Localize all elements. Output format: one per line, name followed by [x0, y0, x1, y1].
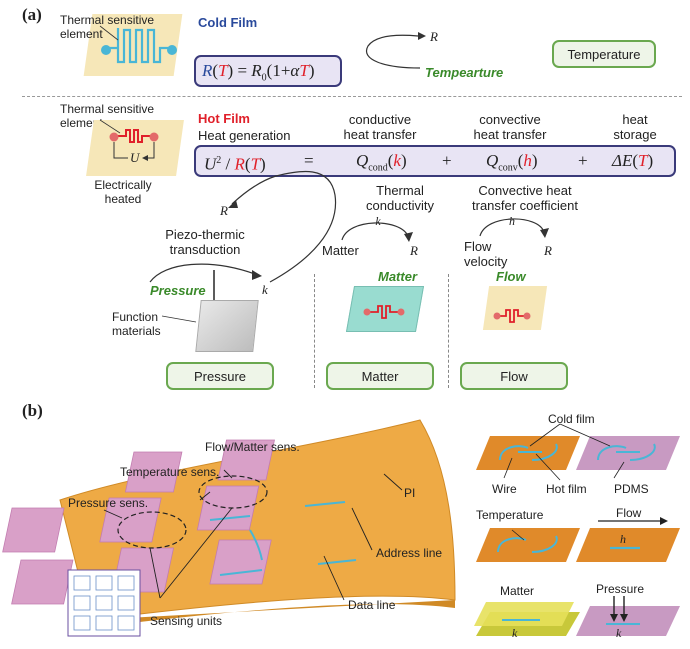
matter-k-label: k — [512, 626, 518, 640]
cold-arrow-label: Tempearture — [425, 65, 504, 80]
flow-mode-label: Flow — [616, 506, 642, 520]
flow-matter-sens-label: Flow/Matter sens. — [205, 440, 300, 454]
electrically-heated-1: Electrically — [94, 178, 152, 192]
piezo-label-1: Piezo-thermic — [165, 227, 245, 242]
pi-label: PI — [404, 486, 416, 500]
temperature-mode-label: Temperature — [476, 508, 544, 522]
column-divider-2 — [448, 274, 449, 388]
conductive-label-2: heat transfer — [343, 127, 417, 142]
wire-label: Wire — [492, 482, 517, 496]
divider — [22, 96, 682, 97]
temperature-sens-label: Temperature sens. — [120, 465, 220, 479]
hot-film-title: Hot Film — [198, 111, 250, 126]
flow-box: Flow — [460, 362, 568, 390]
conductive-label-1: conductive — [348, 112, 412, 127]
convective-label-1: convective — [479, 112, 541, 127]
flow-h-label: h — [620, 532, 626, 546]
matter-box: Matter — [326, 362, 434, 390]
flow-label: Flow — [496, 269, 526, 284]
storage-label-1: heat — [622, 112, 648, 127]
address-line-label: Address line — [376, 546, 443, 560]
pressure-sens-label: Pressure sens. — [68, 496, 149, 510]
thermal-label-1: Thermal — [376, 183, 424, 198]
flow-from-2: velocity — [464, 254, 508, 269]
pressure-mode-label: Pressure — [596, 582, 645, 596]
function-label-2: materials — [112, 324, 161, 338]
hot-film-label: Hot film — [546, 482, 587, 496]
storage-label-2: storage — [613, 127, 657, 142]
cold-arrow-var: R — [430, 29, 438, 44]
electrically-heated-2: heated — [104, 192, 142, 206]
flow-coef-1: Convective heat — [478, 183, 572, 198]
heat-generation-label: Heat generation — [198, 128, 291, 143]
matter-from: Matter — [322, 243, 359, 258]
cold-film-title: Cold Film — [198, 15, 258, 30]
pressure-R: R — [220, 203, 228, 218]
hot-film-equation: U2 / R(T) = Qcond(k) + Qconv(h) + ΔE(T) — [194, 145, 676, 177]
column-divider-1 — [314, 274, 315, 388]
convective-label-2: heat transfer — [473, 127, 547, 142]
cold-element-label-2: element — [60, 27, 103, 41]
pressure-k-label: k — [616, 626, 622, 640]
pdms-label: PDMS — [614, 482, 649, 496]
u-voltage-label: U — [130, 150, 140, 165]
function-label-1: Function — [112, 310, 159, 324]
panel-b-label: (b) — [22, 401, 43, 420]
panel-a-label: (a) — [22, 5, 42, 24]
pressure-box: Pressure — [166, 362, 274, 390]
thermal-label-2: conductivity — [366, 198, 434, 213]
pressure-k: k — [262, 282, 268, 297]
cold-film-label: Cold film — [548, 412, 595, 426]
data-line-label: Data line — [348, 598, 396, 612]
matter-k: k — [375, 214, 381, 228]
flow-R: R — [544, 243, 552, 258]
cold-element-label-1: Thermal sensitive — [60, 13, 155, 27]
sensing-units-label: Sensing units — [150, 614, 223, 628]
cold-film-equation: R(T) = R0(1+αT) — [194, 55, 342, 87]
hot-element-label-1: Thermal sensitive — [60, 102, 155, 116]
temperature-box: Temperature — [552, 40, 656, 68]
flow-from-1: Flow — [464, 239, 492, 254]
flow-h: h — [509, 214, 515, 228]
matter-R: R — [410, 243, 418, 258]
piezo-label-2: transduction — [169, 242, 241, 257]
flow-coef-2: transfer coefficient — [472, 198, 578, 213]
matter-label: Matter — [378, 269, 418, 284]
matter-mode-label: Matter — [500, 584, 535, 598]
pressure-label: Pressure — [150, 283, 206, 298]
